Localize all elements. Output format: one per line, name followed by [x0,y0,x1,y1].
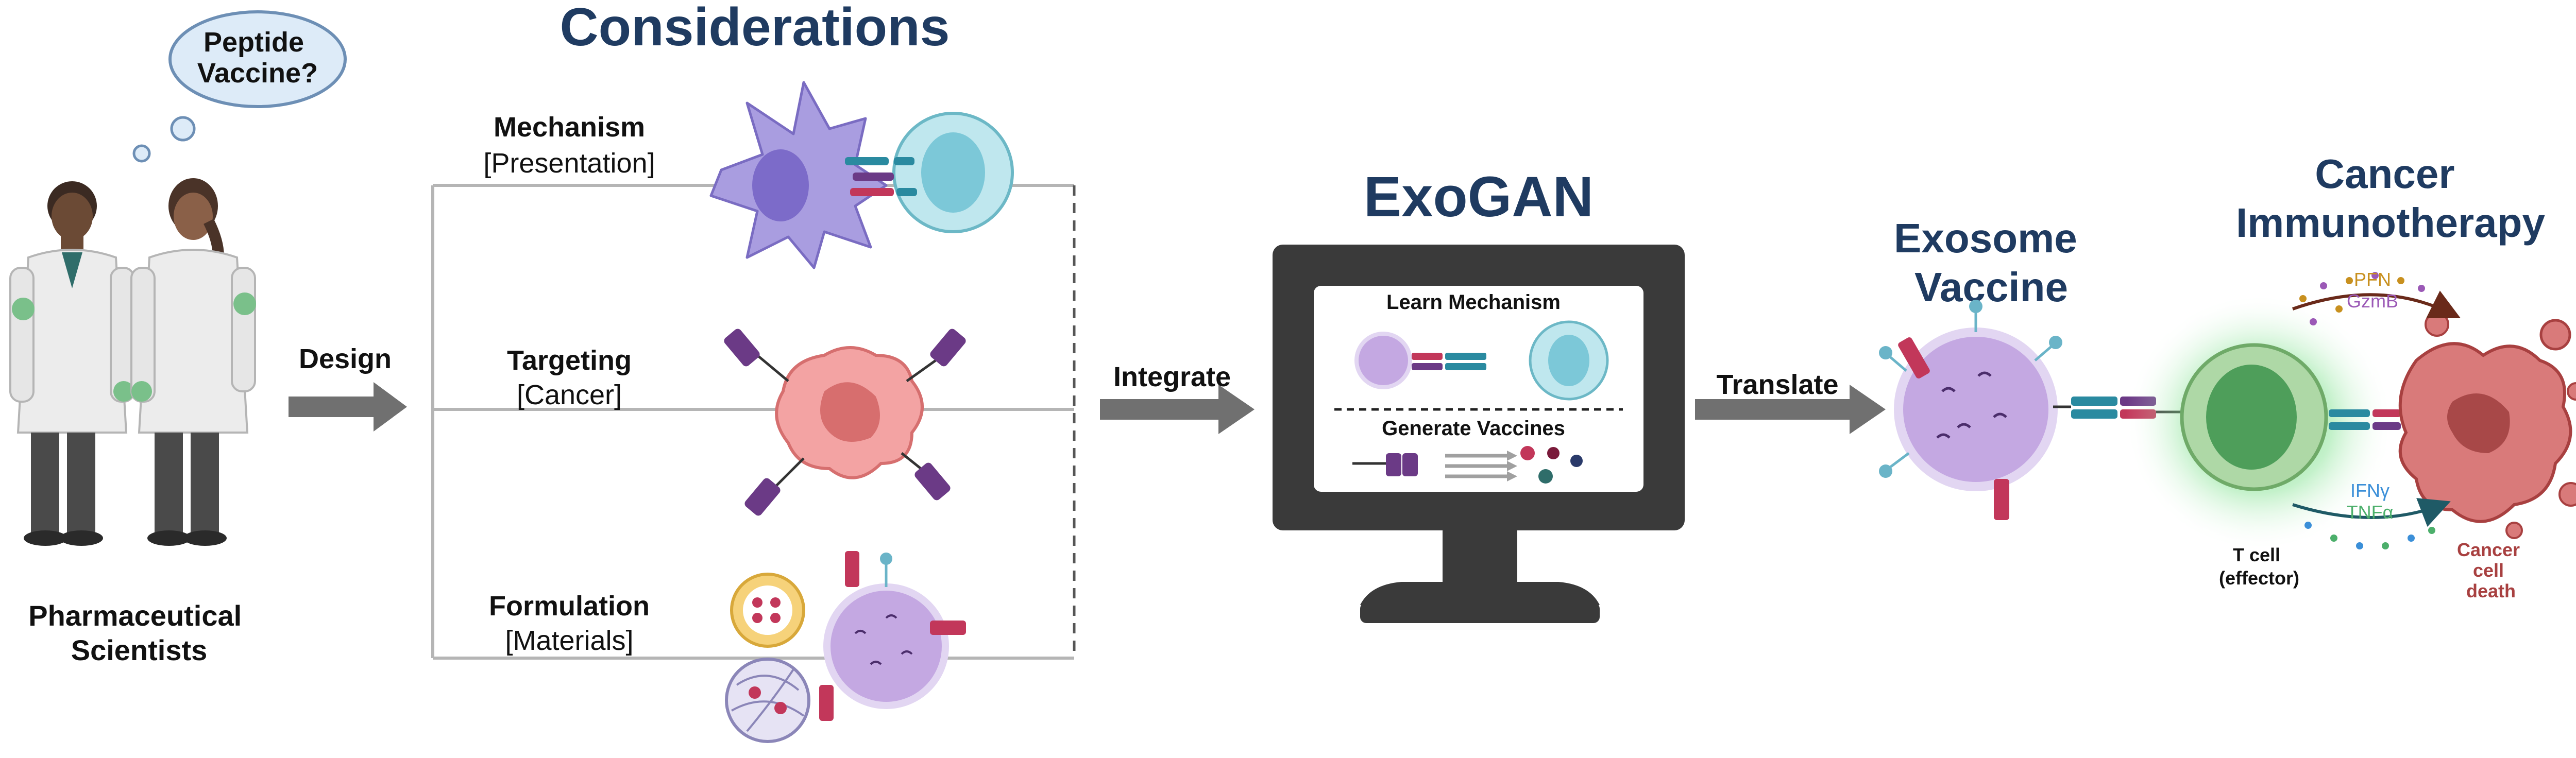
t-cell-icon [892,112,1014,233]
thought-text: Peptide Vaccine? [197,27,318,89]
cancer-death-label: Cancer cell death [2457,539,2525,601]
exosome-title-line-1: Exosome [1894,215,2077,261]
tcell-line-1: T cell [2233,544,2280,565]
exosome-vaccine-title: Exosome Vaccine [1894,215,2089,310]
screen-mechanism-illustration [1354,320,1609,401]
receptor-icon [845,157,917,196]
cytotoxic-arrow [2292,290,2461,319]
tcell-label: T cell (effector) [2219,544,2299,589]
tcell-line-2: (effector) [2219,567,2299,589]
design-arrow [289,382,407,432]
immunotherapy-title-line-1: Cancer [2315,151,2454,197]
death-line-1: Cancer [2457,539,2520,560]
liposome-icon [730,573,805,648]
considerations-title: Considerations [560,0,950,57]
nanoparticle-icon [725,658,810,743]
immunotherapy-title: Cancer Immunotherapy [2236,151,2546,246]
exogan-title: ExoGAN [1364,165,1594,229]
translate-arrow [1695,385,1886,434]
screen-generate-illustration [1352,446,1583,484]
cancer-cell-icon [724,329,966,516]
tnfa-label: TNFα [2347,502,2394,523]
cancer-cell-icon [2398,312,2576,539]
scientists-label: Pharmaceutical Scientists [28,599,250,666]
scientists-line-1: Pharmaceutical [28,599,242,632]
consideration-name-targeting: Targeting [507,345,632,376]
immunotherapy-title-line-2: Immunotherapy [2236,200,2546,246]
exosome-icon [819,551,966,721]
gzmb-label: GzmB [2347,290,2398,312]
exosome-title-line-2: Vaccine [1914,264,2068,310]
scientists-line-2: Scientists [71,634,208,666]
learn-mechanism-label: Learn Mechanism [1386,291,1561,314]
generate-vaccines-label: Generate Vaccines [1382,417,1565,440]
consideration-detail-formulation: [Materials] [505,625,633,656]
death-line-2: cell [2473,560,2504,581]
cytokine-arrow [2292,498,2451,527]
pfn-label: PFN [2354,269,2391,290]
consideration-detail-targeting: [Cancer] [517,380,622,410]
death-line-3: death [2466,580,2516,601]
cytokine-dots-icon [2304,522,2435,549]
integrate-arrow [1100,385,1255,434]
thought-bubble: Peptide Vaccine? [132,10,347,163]
integrate-label: Integrate [1113,361,1231,392]
design-label: Design [299,343,392,374]
translate-label: Translate [1716,369,1838,400]
thought-line-1: Peptide [204,27,304,58]
cytokine-dots-icon [2299,272,2425,325]
scientist-icon [9,178,256,546]
consideration-name-formulation: Formulation [489,591,650,622]
consideration-name-mechanism: Mechanism [494,112,645,143]
thought-line-2: Vaccine? [197,58,318,89]
consideration-detail-mechanism: [Presentation] [483,148,655,179]
receptor-icon [2329,409,2401,430]
exosome-icon [1879,300,2062,520]
dendritic-cell-icon [709,81,888,269]
t-cell-icon [2180,343,2328,491]
ifng-label: IFNγ [2350,480,2389,501]
